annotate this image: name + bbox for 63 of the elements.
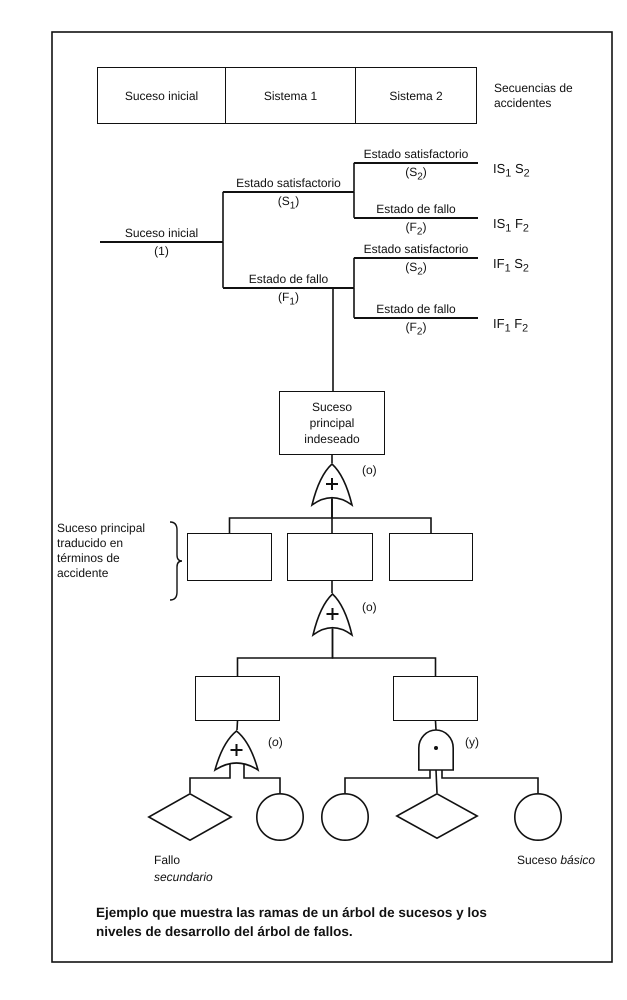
- event-box: [393, 676, 478, 721]
- branch-symbol: (F$_{2}$): [404, 219, 428, 236]
- or-gate-symbol: [215, 730, 258, 770]
- connector-line: [353, 192, 355, 219]
- figure-caption: Ejemplo que muestra las ramas de un árbol de sucesos y los niveles de desarrollo del árbol de fallos.: [96, 904, 488, 941]
- branch-symbol: (1): [153, 243, 170, 260]
- undeveloped-event-diamond: [148, 793, 232, 841]
- connector-line: [331, 581, 333, 593]
- event-box: [287, 533, 373, 581]
- column-header: Sistema 1: [225, 67, 356, 124]
- connector-line: [353, 288, 355, 319]
- connector-line: [331, 455, 333, 463]
- branch-symbol: (S$_{2}$): [404, 164, 428, 181]
- sequence-label: IS$_{1}$ S$_{2}$: [493, 160, 530, 182]
- connector-line: [353, 257, 355, 288]
- basic-event-circle: [256, 793, 304, 841]
- connector-line: [332, 628, 436, 676]
- connector-line: [189, 764, 231, 793]
- connector-line: [344, 770, 431, 793]
- gate-type-label: (o): [362, 599, 377, 616]
- connector-line: [353, 162, 355, 192]
- branch-label: Estado satisfactorio: [362, 241, 470, 258]
- column-heading: Secuencias de accidentes: [494, 81, 574, 111]
- gate-type-label: (o): [362, 462, 377, 479]
- branch-symbol: (S$_{1}$): [276, 193, 300, 210]
- or-gate-symbol: [313, 593, 352, 635]
- sequence-label: IF$_{1}$ F$_{2}$: [493, 315, 528, 337]
- branch-label: Suceso inicial: [124, 225, 200, 242]
- connector-line: [222, 191, 224, 242]
- event-box: [389, 533, 473, 581]
- sequence-label: IF$_{1}$ S$_{2}$: [493, 255, 529, 277]
- connector-line: [435, 770, 438, 794]
- gate-type-label: (o): [268, 734, 283, 751]
- sequence-label: IS$_{1}$ F$_{2}$: [493, 215, 529, 237]
- connector-line: [434, 720, 437, 730]
- connector-line: [222, 242, 224, 289]
- branch-label: Estado satisfactorio: [362, 146, 470, 163]
- branch-label: Estado satisfactorio: [235, 175, 342, 192]
- and-gate-symbol: [418, 730, 454, 770]
- branch-label: Estado de fallo: [375, 301, 457, 318]
- branch-symbol: (F$_{1}$): [277, 289, 300, 306]
- undeveloped-event-diamond: [396, 793, 478, 839]
- or-gate-symbol: [312, 463, 352, 505]
- basic-event-circle: [321, 793, 369, 841]
- basic-event-circle: [514, 793, 562, 841]
- connector-line: [331, 498, 432, 533]
- event-caption: Suceso básico: [517, 852, 596, 869]
- connector-line: [243, 764, 281, 793]
- branch-label: Estado de fallo: [375, 201, 457, 218]
- branch-symbol: (F$_{2}$): [404, 319, 428, 336]
- branch-symbol: (S$_{2}$): [404, 259, 428, 276]
- connector-line: [441, 770, 539, 793]
- brace-label: Suceso principal traducido en términos de accidente: [57, 521, 146, 581]
- column-header: Sistema 2: [355, 67, 477, 124]
- branch-label: Estado de fallo: [248, 271, 330, 288]
- gate-type-label: (y): [465, 734, 479, 751]
- event-box: [187, 533, 272, 581]
- column-header: Suceso inicial: [97, 67, 226, 124]
- connector-line: [332, 288, 334, 391]
- event-caption: Fallo secundario: [154, 852, 214, 886]
- event-box: Suceso principal indeseado: [279, 391, 385, 455]
- event-box: [195, 676, 280, 721]
- connector-line: [236, 720, 238, 730]
